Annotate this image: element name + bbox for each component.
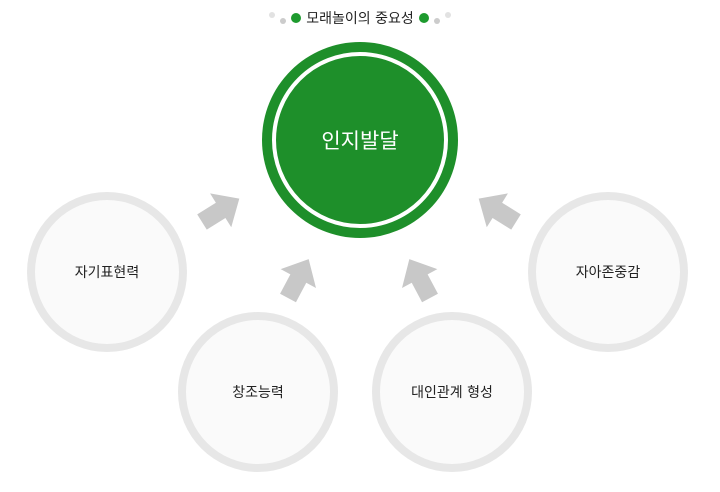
node-label: 자기표현력 (74, 265, 140, 281)
title-text: 모래놀이의 중요성 (306, 11, 414, 27)
node-relationships: 대인관계 형성 (372, 312, 532, 472)
dot-icon (280, 18, 287, 24)
arrow-icon (478, 193, 521, 230)
center-node: 인지발달 (262, 42, 458, 238)
node-creativity: 창조능력 (178, 312, 338, 472)
center-label: 인지발달 (321, 129, 399, 153)
node-self-expression: 자기표현력 (27, 192, 187, 352)
diagram-title: 모래놀이의 중요성 (0, 8, 720, 28)
dot-icon (433, 18, 440, 24)
node-self-esteem: 자아존중감 (528, 192, 688, 352)
dot-icon (444, 12, 451, 18)
dot-icon (418, 13, 429, 23)
arrow-icon (280, 259, 316, 303)
dot-icon (291, 13, 302, 23)
node-label: 창조능력 (232, 385, 284, 401)
arrow-icon (402, 259, 438, 303)
node-label: 자아존중감 (575, 265, 641, 281)
node-label: 대인관계 형성 (411, 385, 493, 401)
dot-icon (269, 12, 276, 18)
arrow-icon (197, 193, 240, 230)
